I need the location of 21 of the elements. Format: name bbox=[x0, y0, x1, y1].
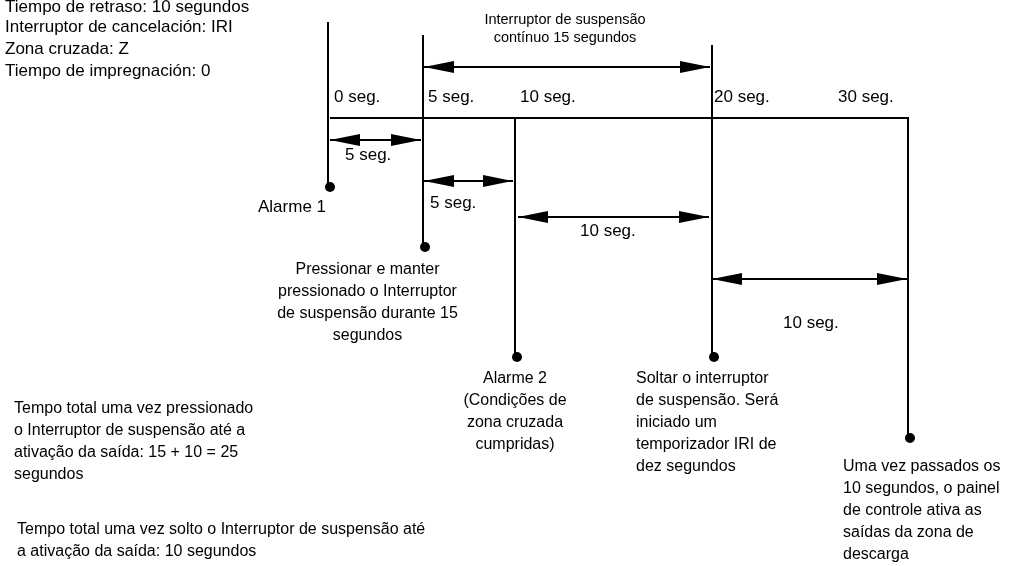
event-text: Alarme 1 bbox=[258, 196, 328, 218]
duration-label: 5 seg. bbox=[345, 144, 393, 166]
time-label: 5 seg. bbox=[428, 86, 476, 108]
duration-label: Interruptor de suspensão contínuo 15 segundos bbox=[483, 10, 647, 46]
time-label: 20 seg. bbox=[714, 86, 771, 108]
duration-label: 5 seg. bbox=[430, 192, 478, 214]
summary-note: Tempo total uma vez solto o Interruptor de suspensão até a ativação da saída: 10 segundos bbox=[17, 519, 427, 561]
setting-text: Interruptor de cancelación: IRI bbox=[5, 16, 234, 38]
duration-label: 10 seg. bbox=[580, 220, 637, 242]
event-text: Uma vez passados os 10 segundos, o painel de controle ativa as saídas da zona de descarga bbox=[843, 456, 1002, 564]
setting-text: Tiempo de retraso: 10 segundos bbox=[5, 0, 251, 18]
event-text: Pressionar e manter pressionado o Interruptor de suspensão durante 15 segundos bbox=[276, 259, 459, 345]
time-label: 0 seg. bbox=[334, 86, 382, 108]
setting-text: Zona cruzada: Z bbox=[5, 38, 130, 60]
time-label: 10 seg. bbox=[520, 86, 577, 108]
time-label: 30 seg. bbox=[838, 86, 895, 108]
setting-text: Tiempo de impregnación: 0 bbox=[5, 60, 212, 82]
event-text: Alarme 2 (Condições de zona cruzada cumpridas) bbox=[462, 368, 568, 454]
summary-note: Tempo total uma vez pressionado o Interruptor de suspensão até a ativação da saída: 15 + 10 = 25 segundos bbox=[14, 398, 255, 484]
event-text: Soltar o interruptor de suspensão. Será iniciado um temporizador IRI de dez segundos bbox=[636, 368, 780, 476]
duration-label: 10 seg. bbox=[783, 312, 840, 334]
